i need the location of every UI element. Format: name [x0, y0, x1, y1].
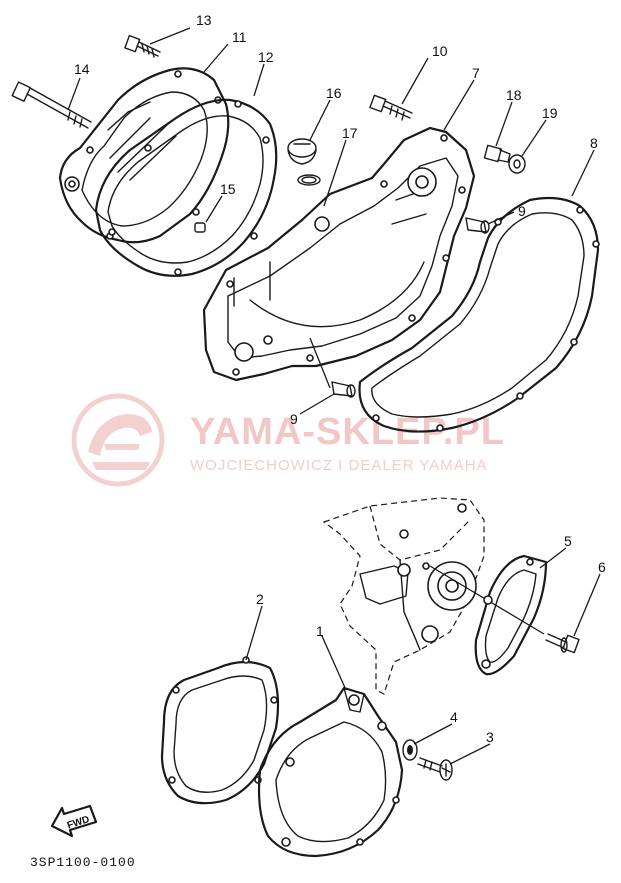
part-5-plate: [474, 554, 548, 676]
part-7-crankcase-cover: [202, 126, 476, 382]
part-8-gasket: [358, 196, 600, 433]
callout-1: 1: [316, 623, 324, 639]
drawing-code: 3SP1100-0100: [30, 855, 136, 870]
part-4-washer: [402, 739, 418, 761]
part-16-plug: [287, 138, 317, 165]
callout-16: 16: [326, 85, 342, 101]
callout-5: 5: [564, 533, 572, 549]
engine-outline-dashed: [322, 497, 545, 695]
part-3-bolt: [417, 757, 453, 781]
callout-14: 14: [74, 61, 90, 77]
part-19-washer: [508, 154, 526, 174]
part-18-drain-bolt: [483, 144, 511, 163]
callout-18: 18: [506, 87, 522, 103]
part-9-dowel-lower: [331, 381, 356, 398]
callout-8: 8: [590, 135, 598, 151]
fwd-arrow-icon: FWD: [50, 804, 98, 838]
part-10-bolt: [369, 94, 413, 121]
part-17-o-ring: [297, 174, 321, 186]
callout-15: 15: [220, 181, 236, 197]
part-12-gasket: [94, 98, 278, 277]
part-11-clutch-cover: [58, 67, 230, 244]
watermark-logo: [71, 393, 165, 487]
callout-7: 7: [472, 65, 480, 81]
part-6-bolt: [545, 633, 580, 654]
part-1-cover: [257, 686, 404, 858]
callout-6: 6: [598, 559, 606, 575]
part-15-dowel: [194, 222, 206, 233]
part-14-long-bolt: [11, 81, 92, 129]
callout-3: 3: [486, 729, 494, 745]
fwd-label: FWD: [66, 814, 91, 832]
callout-9-lower: 9: [290, 411, 298, 427]
callout-12: 12: [258, 49, 274, 65]
leader-lines: [67, 27, 601, 765]
callout-10: 10: [432, 43, 448, 59]
callouts: 13 11 12 14 10 7 16 18 19 17 8 15 9 9 9 …: [74, 12, 606, 745]
part-2-gasket: [160, 656, 280, 805]
callout-9-upper: 9: [518, 203, 526, 219]
part-9-dowel-upper: [465, 217, 490, 234]
watermark-title: YAMA-SKLEP.PL: [190, 411, 505, 453]
watermark: YAMA-SKLEP.PL WOJCIECHOWICZ I DEALER YAM…: [71, 393, 505, 487]
callout-11: 11: [232, 29, 247, 45]
callout-2: 2: [256, 591, 264, 607]
callout-13: 13: [196, 12, 212, 28]
callout-4: 4: [450, 709, 458, 725]
callout-17: 17: [342, 125, 358, 141]
part-13-bolt: [124, 34, 161, 58]
watermark-subtitle: WOJCIECHOWICZ I DEALER YAMAHA: [190, 457, 488, 474]
callout-19: 19: [542, 105, 558, 121]
